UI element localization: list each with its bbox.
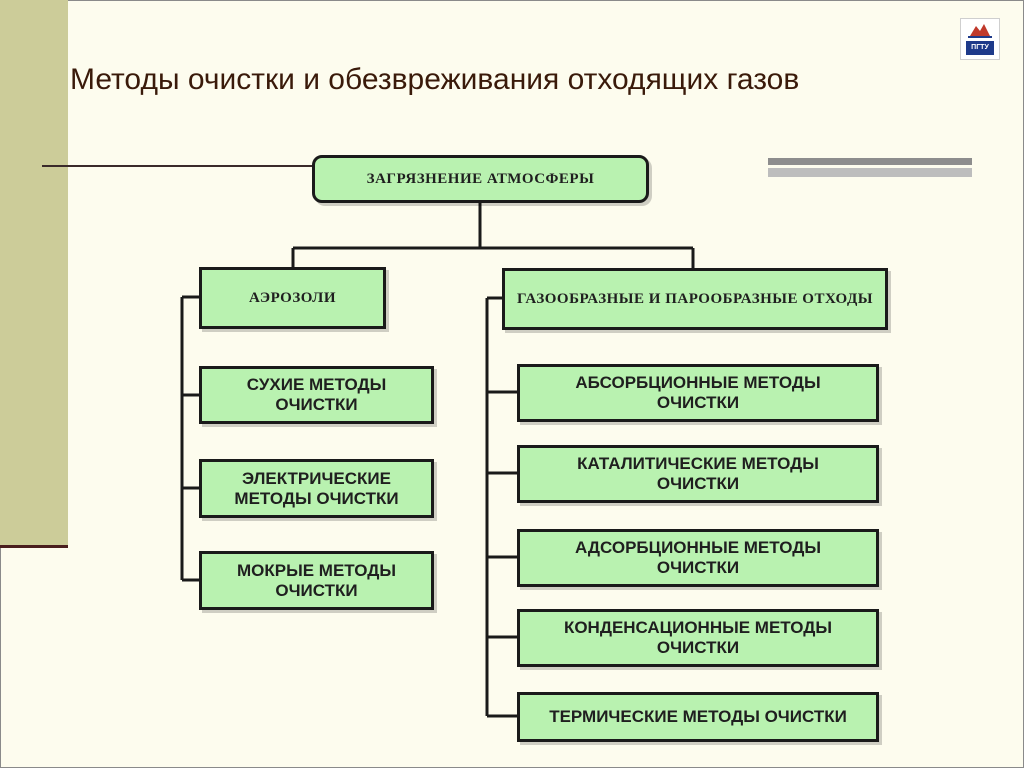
gas-method-box: АБСОРБЦИОННЫЕ МЕТОДЫ ОЧИСТКИ xyxy=(517,364,879,422)
side-band-decoration xyxy=(0,0,68,545)
logo-badge: ПГТУ xyxy=(966,41,994,55)
gas-method-box: ТЕРМИЧЕСКИЕ МЕТОДЫ ОЧИСТКИ xyxy=(517,692,879,742)
slide-title: Методы очистки и обезвреживания отходящи… xyxy=(70,63,800,96)
gas-method-box: АДСОРБЦИОННЫЕ МЕТОДЫ ОЧИСТКИ xyxy=(517,529,879,587)
gas-method-label: АДСОРБЦИОННЫЕ МЕТОДЫ ОЧИСТКИ xyxy=(575,538,821,577)
aerosol-method-box: СУХИЕ МЕТОДЫ ОЧИСТКИ xyxy=(199,366,434,424)
header-bar-dark xyxy=(768,158,972,165)
university-logo: ПГТУ xyxy=(960,18,1000,60)
aerosols-node: АЭРОЗОЛИ xyxy=(199,267,386,329)
gas-method-label: КАТАЛИТИЧЕСКИЕ МЕТОДЫ ОЧИСТКИ xyxy=(577,454,819,493)
root-node-label: ЗАГРЯЗНЕНИЕ АТМОСФЕРЫ xyxy=(366,171,595,187)
aerosol-method-label: ЭЛЕКТРИЧЕСКИЕ МЕТОДЫ ОЧИСТКИ xyxy=(234,468,399,508)
root-node: ЗАГРЯЗНЕНИЕ АТМОСФЕРЫ xyxy=(312,155,649,203)
side-rule-decoration xyxy=(0,545,68,548)
gas-method-box: КОНДЕНСАЦИОННЫЕ МЕТОДЫ ОЧИСТКИ xyxy=(517,609,879,667)
header-rule xyxy=(42,165,312,167)
aerosol-method-box: ЭЛЕКТРИЧЕСКИЕ МЕТОДЫ ОЧИСТКИ xyxy=(199,459,434,518)
gas-method-label: АБСОРБЦИОННЫЕ МЕТОДЫ ОЧИСТКИ xyxy=(575,373,821,412)
logo-emblem-icon xyxy=(968,24,992,38)
aerosol-method-label: МОКРЫЕ МЕТОДЫ ОЧИСТКИ xyxy=(236,560,397,600)
aerosol-method-box: МОКРЫЕ МЕТОДЫ ОЧИСТКИ xyxy=(199,551,434,610)
gas-method-label: КОНДЕНСАЦИОННЫЕ МЕТОДЫ ОЧИСТКИ xyxy=(563,618,833,657)
aerosol-method-label: СУХИЕ МЕТОДЫ ОЧИСТКИ xyxy=(246,375,387,414)
gases-node-label: ГАЗООБРАЗНЫЕ И ПАРООБРАЗНЫЕ ОТХОДЫ xyxy=(516,291,874,307)
gases-node: ГАЗООБРАЗНЫЕ И ПАРООБРАЗНЫЕ ОТХОДЫ xyxy=(502,268,888,330)
gas-method-box: КАТАЛИТИЧЕСКИЕ МЕТОДЫ ОЧИСТКИ xyxy=(517,445,879,503)
aerosols-node-label: АЭРОЗОЛИ xyxy=(248,290,337,306)
header-bar-light xyxy=(768,168,972,177)
gas-method-label: ТЕРМИЧЕСКИЕ МЕТОДЫ ОЧИСТКИ xyxy=(549,707,847,726)
